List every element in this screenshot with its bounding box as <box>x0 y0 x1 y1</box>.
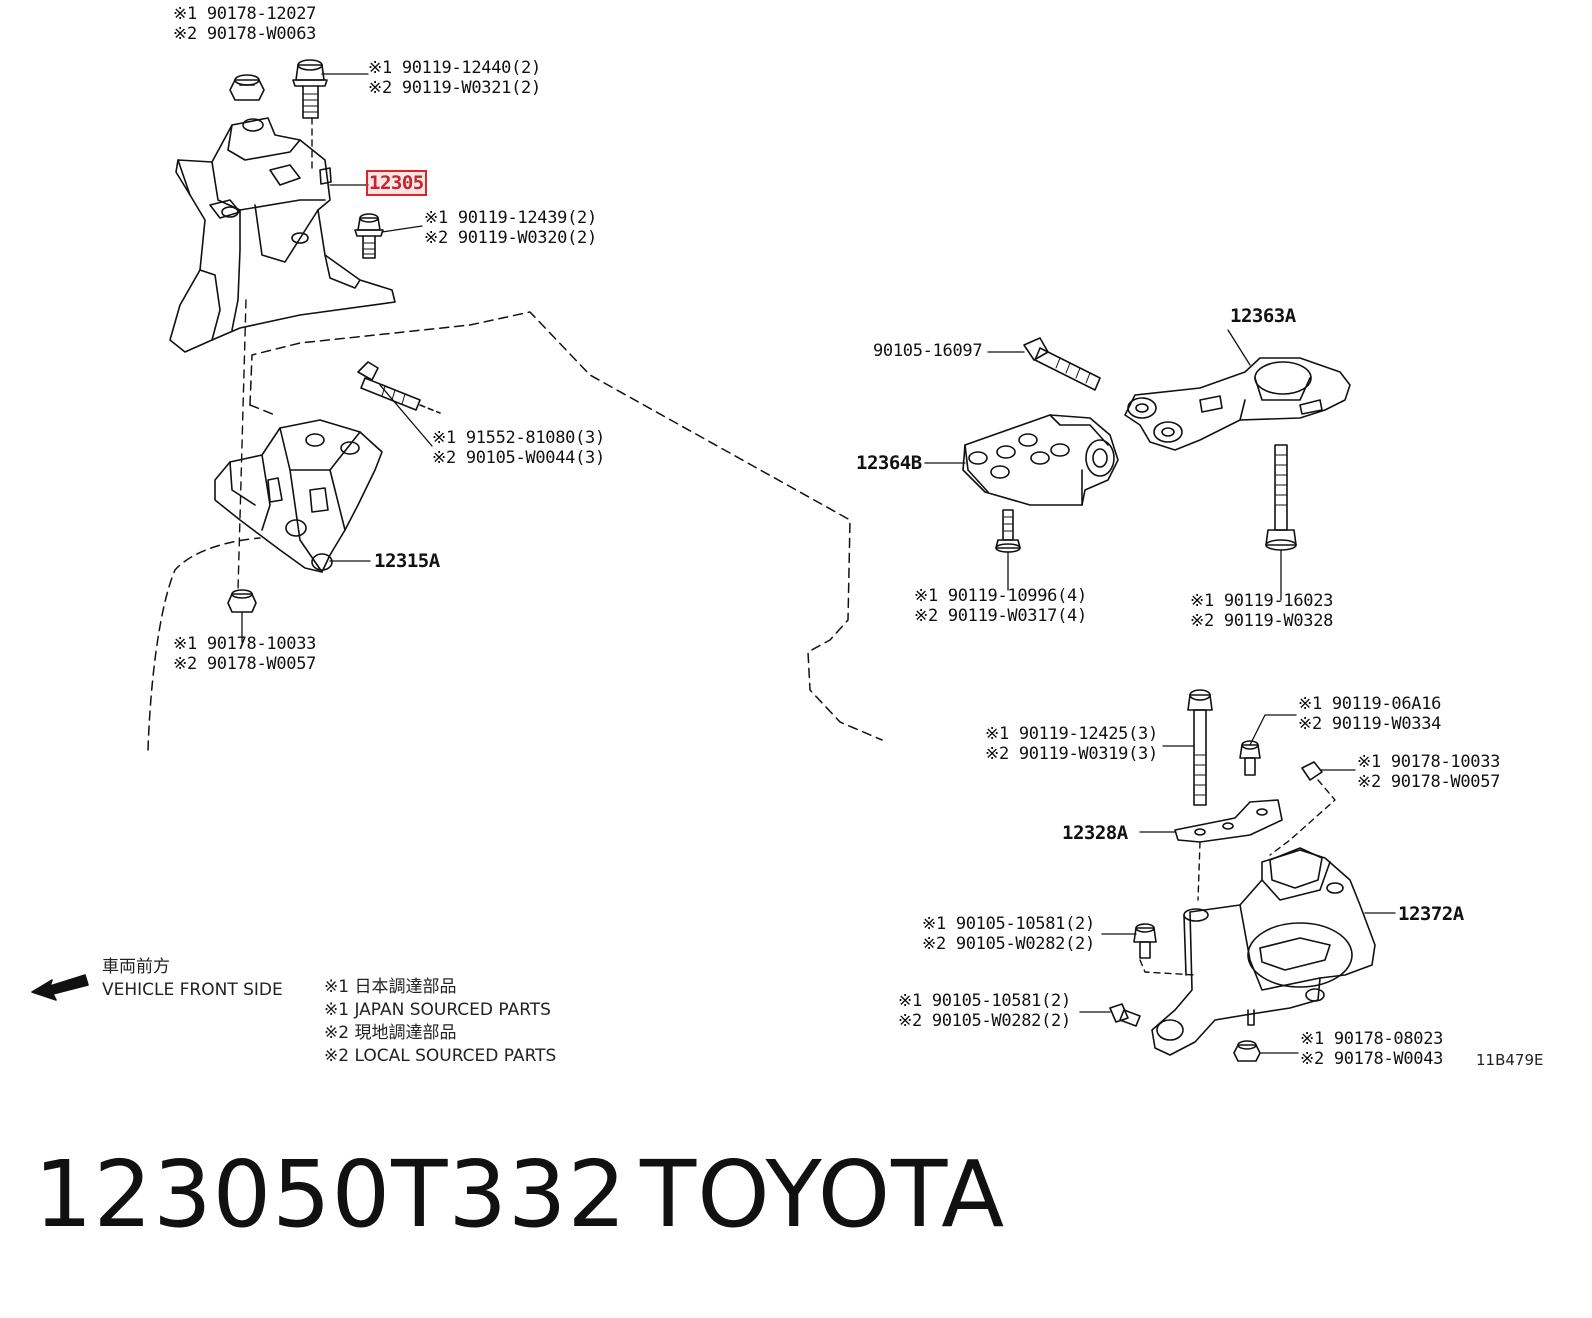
alignment-line-left <box>237 299 247 591</box>
front-arrow-icon <box>31 974 89 1001</box>
fastener-label-bolt-below-12363A[interactable]: ※1 90119-16023※2 90119-W0328 <box>1190 591 1334 631</box>
fastener-label-bolt-long-vertical[interactable]: ※1 90119-12425(3)※2 90119-W0319(3) <box>985 724 1158 764</box>
fastener-label-nut-bottom-right[interactable]: ※1 90178-08023※2 90178-W0043 <box>1300 1029 1444 1069</box>
fastener-label-nut-lower-left[interactable]: ※1 90178-10033※2 90178-W0057 <box>173 634 317 674</box>
part-12372A-mount <box>1151 847 1376 1056</box>
nut-lower-left <box>227 589 257 613</box>
bolt-diagonal <box>357 361 441 414</box>
nut-right <box>1301 761 1323 781</box>
bolt-small-upper <box>1239 740 1261 776</box>
fastener-label-bolt-mid-left[interactable]: ※1 90119-12439(2)※2 90119-W0320(2) <box>424 208 597 248</box>
fastener-label-bolt-below-12364B[interactable]: ※1 90119-10996(4)※2 90119-W0317(4) <box>914 586 1087 626</box>
part-12363A-rod <box>1124 357 1351 451</box>
bolt-below-12363A <box>1265 444 1297 551</box>
fastener-label-bolt-diagonal[interactable]: ※1 91552-81080(3)※2 90105-W0044(3) <box>432 428 605 468</box>
fastener-label-bolt-upper-right[interactable]: 90105-16097 <box>873 341 983 361</box>
fastener-label-nut-right[interactable]: ※1 90178-10033※2 90178-W0057 <box>1357 752 1501 792</box>
part-label-12364B[interactable]: 12364B <box>856 452 922 474</box>
part-label-12328A[interactable]: 12328A <box>1062 822 1128 844</box>
part-12364B-bracket <box>962 414 1119 506</box>
part-12328A-plate <box>1174 799 1283 843</box>
fastener-label-nut-top[interactable]: ※1 90178-12027※2 90178-W0063 <box>173 4 317 44</box>
bolt-top <box>292 59 328 119</box>
part-label-12372A[interactable]: 12372A <box>1398 903 1464 925</box>
bolt-below-12364B <box>995 509 1021 553</box>
nut-bottom-right <box>1233 1040 1261 1062</box>
fastener-label-bolt-10581-lower[interactable]: ※1 90105-10581(2)※2 90105-W0282(2) <box>898 991 1071 1031</box>
fastener-label-bolt-10581-upper[interactable]: ※1 90105-10581(2)※2 90105-W0282(2) <box>922 914 1095 954</box>
bolt-mid-left <box>354 213 384 259</box>
bolt-10581-lower <box>1109 1003 1141 1027</box>
part-label-12363A[interactable]: 12363A <box>1230 305 1296 327</box>
bolt-10581-upper <box>1133 923 1157 959</box>
leader-lines <box>241 73 1396 1054</box>
part-label-12305[interactable]: 12305 <box>366 170 427 196</box>
diagram-code: 11B479E <box>1476 1051 1544 1069</box>
bolt-upper-right <box>1023 337 1101 391</box>
engine-outline <box>147 311 883 751</box>
fastener-label-bolt-top[interactable]: ※1 90119-12440(2)※2 90119-W0321(2) <box>368 58 541 98</box>
part-label-12315A[interactable]: 12315A <box>374 550 440 572</box>
vehicle-front-label: 車両前方 VEHICLE FRONT SIDE <box>102 957 283 1000</box>
sourcing-legend: ※1 日本調達部品 ※1 JAPAN SOURCED PARTS ※2 現地調達… <box>324 977 557 1066</box>
part-12315A-bracket <box>214 419 383 573</box>
fastener-label-bolt-small-upper[interactable]: ※1 90119-06A16※2 90119-W0334 <box>1298 694 1442 734</box>
caption-part-number: 123050T332 <box>34 1141 627 1248</box>
part-12305-bracket <box>169 117 396 353</box>
caption-brand: TOYOTA <box>640 1141 1006 1248</box>
bolt-long-vertical <box>1187 689 1213 806</box>
nut-top <box>229 74 265 101</box>
